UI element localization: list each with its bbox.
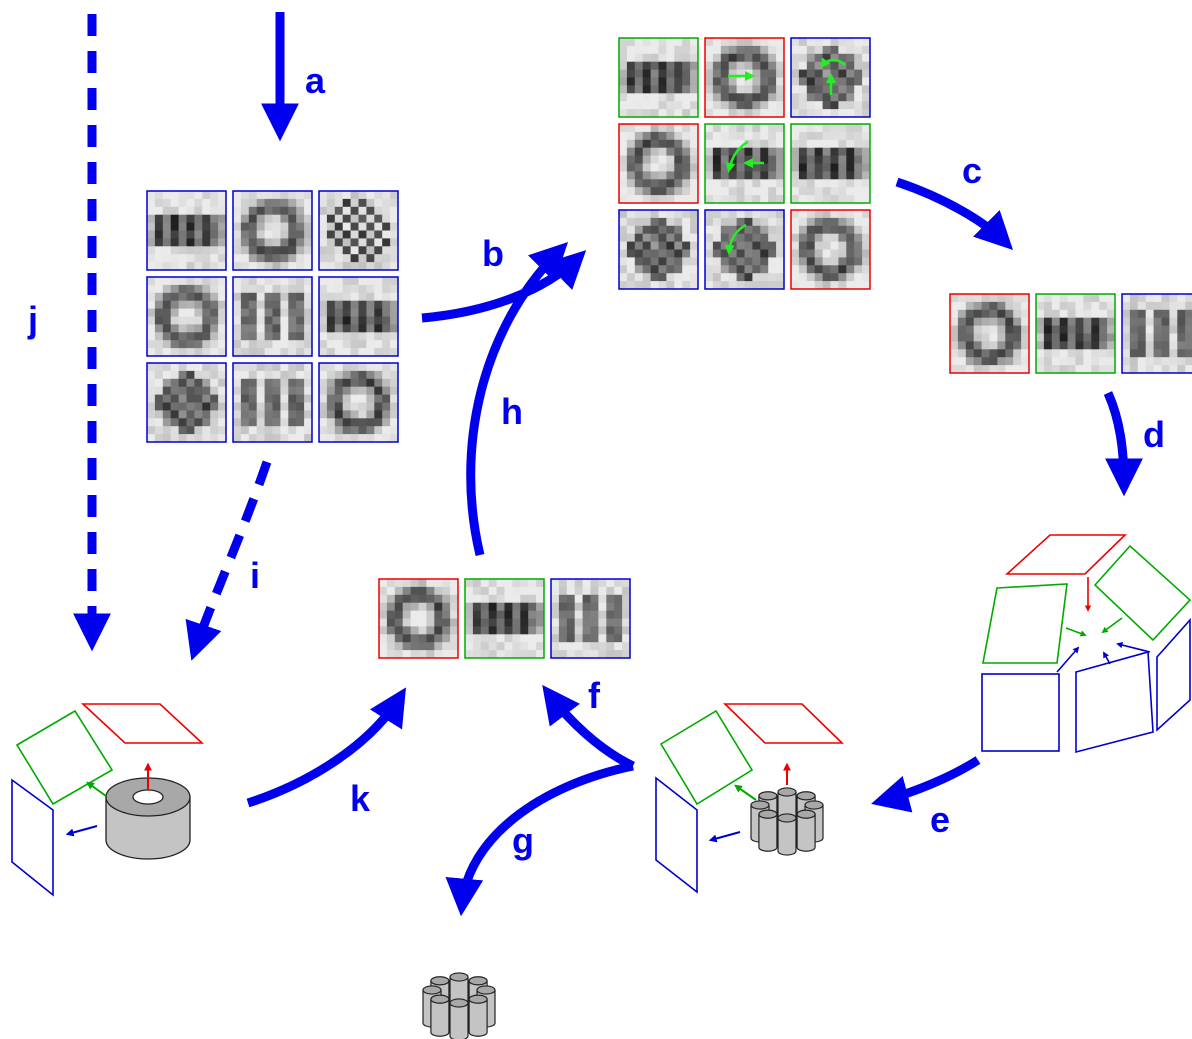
image-tile <box>318 190 399 271</box>
image-tile <box>704 37 785 118</box>
green-direction-arrow <box>734 784 757 801</box>
label-g: g <box>512 820 534 861</box>
rotate-arrow-icon <box>724 223 747 255</box>
label-h: h <box>501 391 523 432</box>
rotate-arrow-icon <box>820 57 846 69</box>
blue-direction-arrow <box>65 825 98 837</box>
initial-model-diagram <box>11 703 205 897</box>
cylinder-icon <box>796 809 816 852</box>
arrow-g <box>445 761 634 917</box>
image-tile <box>1035 293 1116 374</box>
image-tile <box>146 190 227 271</box>
refined-model-diagram <box>655 703 844 894</box>
image-tile <box>790 123 871 204</box>
label-f: f <box>588 675 601 716</box>
blue-direction-arrow <box>1056 646 1080 673</box>
image-tile <box>232 276 313 357</box>
arrow-e <box>871 756 981 813</box>
image-tile <box>949 293 1030 374</box>
aligned-image-grid <box>618 37 871 290</box>
blue-plane-left <box>981 673 1060 752</box>
final-model-icon <box>422 972 496 1039</box>
image-tile <box>618 37 699 118</box>
label-k: k <box>350 778 371 819</box>
workflow-arrows <box>73 12 1143 917</box>
green-plane-right <box>1093 544 1192 642</box>
arrow-h <box>466 241 569 557</box>
blue-plane <box>11 778 54 897</box>
image-tile <box>232 190 313 271</box>
green-direction-arrow <box>1065 627 1087 637</box>
image-tile <box>232 362 313 443</box>
blue-direction-arrow <box>708 831 741 843</box>
blue-plane-right <box>1156 617 1191 732</box>
alignment-arrows <box>724 57 846 255</box>
green-plane <box>659 709 754 806</box>
image-tile <box>464 578 545 659</box>
cylinder-icon <box>449 998 469 1039</box>
angular-assignment-diagram <box>981 534 1192 754</box>
arrow-c <box>895 177 1014 251</box>
cylinder-icon <box>430 994 450 1037</box>
blue-direction-arrow <box>1103 651 1111 665</box>
image-tile <box>146 276 227 357</box>
image-tile <box>704 123 785 204</box>
barrel-icon <box>750 787 824 856</box>
green-plane-left <box>982 583 1068 664</box>
cylinder-icon <box>777 813 797 856</box>
blue-plane-mid <box>1075 650 1154 754</box>
green-direction-arrow <box>86 781 107 797</box>
blue-plane <box>655 776 698 894</box>
step-labels: a b c d e f g h i j k <box>27 60 1165 861</box>
image-tile <box>618 209 699 290</box>
label-j: j <box>27 299 38 340</box>
image-tile <box>318 276 399 357</box>
label-e: e <box>930 799 950 840</box>
arrow-f <box>542 684 635 771</box>
green-plane <box>15 709 114 806</box>
red-plane <box>80 703 205 744</box>
image-tile <box>550 578 631 659</box>
label-b: b <box>482 233 504 274</box>
green-direction-arrow <box>1101 617 1123 634</box>
image-tile <box>318 362 399 443</box>
image-tile <box>378 578 459 659</box>
cylinder-icon <box>105 777 191 860</box>
red-plane <box>1004 534 1127 575</box>
blue-direction-arrow <box>1116 641 1151 653</box>
image-tile <box>146 362 227 443</box>
image-tile <box>790 209 871 290</box>
raw-image-grid <box>146 190 399 443</box>
label-i: i <box>250 555 260 596</box>
image-tile <box>790 37 871 118</box>
cylinder-icon <box>758 809 778 852</box>
label-c: c <box>962 150 982 191</box>
cylinder-icon <box>468 994 488 1037</box>
image-tile <box>704 209 785 290</box>
label-a: a <box>305 60 326 101</box>
image-tile <box>1121 293 1192 374</box>
image-tile <box>618 123 699 204</box>
arrow-d <box>1103 391 1143 497</box>
red-plane <box>723 703 844 744</box>
label-d: d <box>1143 414 1165 455</box>
rotate-arrow-icon <box>725 140 749 173</box>
class-averages-top <box>949 293 1192 374</box>
arrow-k <box>246 687 407 808</box>
class-averages-middle <box>378 578 631 659</box>
